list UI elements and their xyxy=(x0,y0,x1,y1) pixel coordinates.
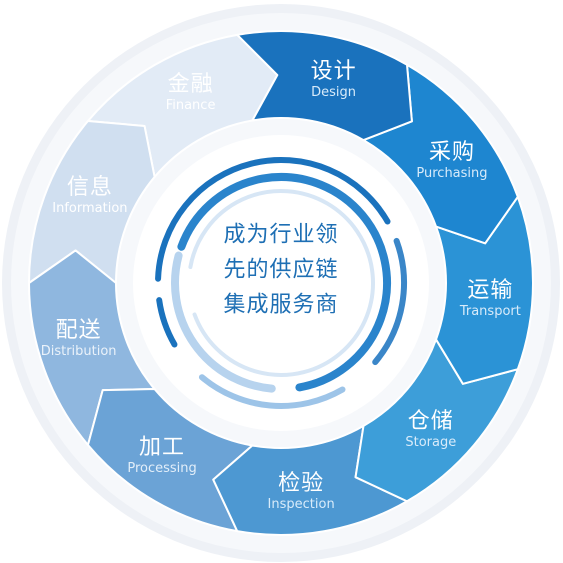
center-slogan-line-2: 先的供应链 xyxy=(223,257,339,283)
outer-arc-left xyxy=(156,297,178,348)
cycle-segment-purchasing xyxy=(362,63,519,245)
cycle-segment-design xyxy=(236,30,413,142)
cycle-segment-transport xyxy=(435,195,535,385)
center-slogan-line-1: 成为行业领 xyxy=(223,222,339,248)
cycle-segment-information xyxy=(28,120,156,284)
outer-arc-bottom xyxy=(198,374,346,409)
outer-arc-right xyxy=(372,237,407,366)
outer-arc-top xyxy=(155,157,391,282)
cycle-segment-processing xyxy=(86,388,254,533)
cycle-segment-distribution xyxy=(28,249,156,446)
innermost-arc xyxy=(188,189,375,377)
center-slogan-line-3: 集成服务商 xyxy=(223,292,339,318)
cycle-segment-storage xyxy=(354,338,519,503)
inner-arc-light xyxy=(171,251,276,393)
center-slogan: 成为行业领 先的供应链 集成服务商 xyxy=(223,218,338,323)
inner-arc-main xyxy=(177,173,391,392)
